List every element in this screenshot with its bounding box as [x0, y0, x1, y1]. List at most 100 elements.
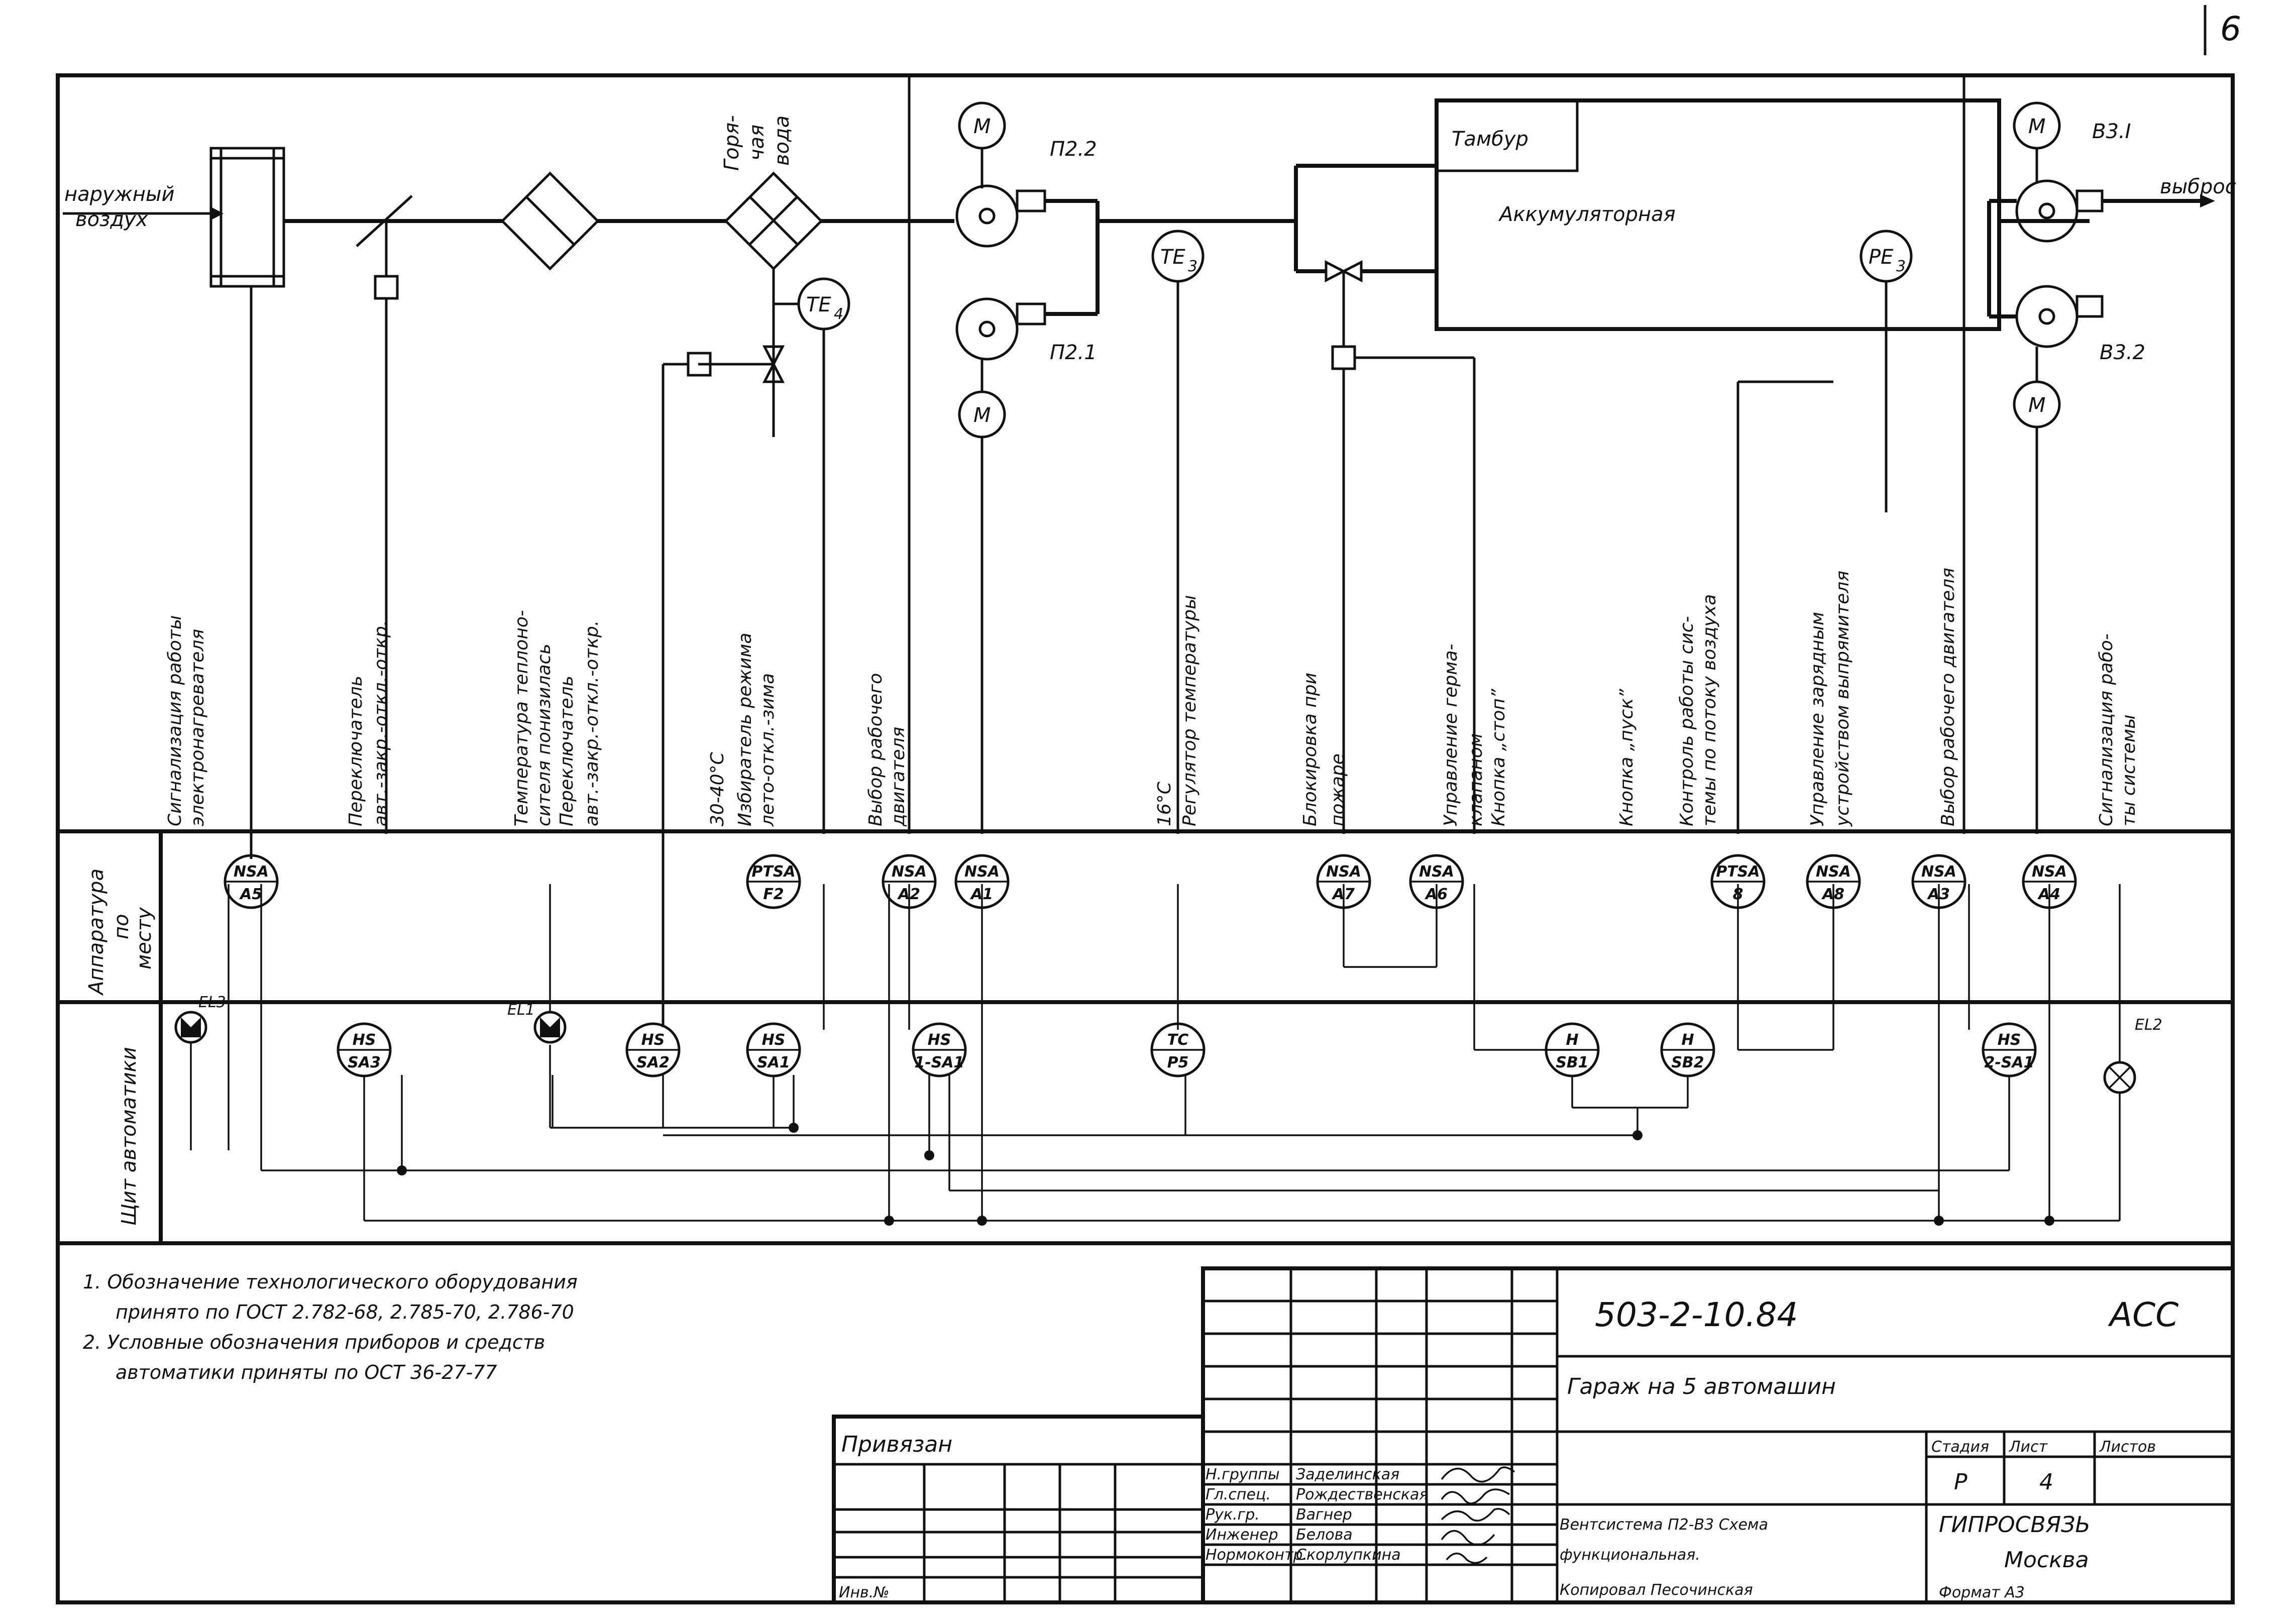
air-filter — [500, 171, 600, 271]
role-2: Гл.спец. — [1206, 1486, 1271, 1503]
role-4: Инженер — [1206, 1526, 1278, 1544]
inlet-label-1: наружный — [64, 183, 175, 206]
function-label-11-1: Выбор рабочего двигателя — [1938, 568, 1958, 826]
svg-text:EL3: EL3 — [198, 994, 226, 1011]
svg-text:EL2: EL2 — [2135, 1016, 2162, 1034]
function-label-9-1: Кнопка „пуск” — [1616, 689, 1637, 826]
panel-instrument-hs-1sa1-function: HS — [928, 1031, 951, 1049]
function-label-3-3: Переключатель — [557, 676, 577, 826]
panel-instrument-hs-2sa1-function: HS — [1998, 1031, 2021, 1049]
air-damper — [356, 195, 413, 247]
water-valve-bottom — [762, 361, 785, 383]
panel-instrument-hs-sa3-function: HS — [353, 1031, 376, 1049]
drawing-code: 503-2-10.84 — [1595, 1295, 1798, 1334]
fire-valve-right — [1341, 260, 1363, 283]
panel-instrument-h-sb1-tag: SB1 — [1556, 1054, 1588, 1071]
panel-instrument-hs-sa2-tag: SA2 — [636, 1054, 670, 1071]
instruments: NSAA5PTSAF2NSAA2NSAA1NSAA7NSAA6PTSA8NSAA… — [224, 854, 2077, 1077]
panel-instrument-hs-sa1: HS SA1 — [746, 1022, 801, 1077]
name-1: Заделинская — [1296, 1466, 1399, 1483]
field-instrument-nsa-a8-function: NSA — [1816, 863, 1851, 881]
field-instrument-nsa-a4-function: NSA — [2032, 863, 2067, 881]
fan-p21-label: П2.1 — [1050, 341, 1097, 364]
function-label-2-2: авт.-закр.-откл.-откр. — [371, 620, 391, 826]
function-label-4-1: 30-40°С — [707, 751, 728, 826]
fan-v31-label: В3.I — [2092, 120, 2131, 143]
project-name: Гараж на 5 автомашин — [1567, 1374, 1836, 1399]
sheet-header: Лист — [2009, 1438, 2048, 1456]
panel-instrument-hs-2sa1: HS2-SA1 — [1982, 1022, 2037, 1077]
row-label-field-2: по — [110, 914, 133, 939]
field-instrument-nsa-a3-function: NSA — [1921, 863, 1956, 881]
drawing-title-1: Вентсистема П2-В3 Схема — [1560, 1516, 1768, 1534]
panel-instrument-hs-sa1-function: HS — [762, 1031, 786, 1049]
name-2: Рождественская — [1296, 1486, 1428, 1503]
panel-instrument-hs-sa1-tag: SA1 — [757, 1054, 790, 1071]
signature-5 — [1446, 1552, 1488, 1564]
function-label-8-2: клапаном — [1466, 733, 1486, 826]
panel-instrument-hs-sa2-function: HS — [641, 1031, 665, 1049]
name-5: Скорлупкина — [1296, 1546, 1401, 1564]
title-block: Привязан Инв.№ Н.группы Гл.спец. Рук.гр.… — [832, 1266, 2235, 1604]
role-3: Рук.гр. — [1206, 1506, 1260, 1524]
inventory-label: Инв.№ — [839, 1584, 889, 1601]
panel-instrument-tc-p5: TC P5 — [1150, 1022, 1206, 1077]
function-label-7-1: Блокировка при — [1300, 673, 1321, 826]
signature-1 — [1441, 1466, 1515, 1483]
field-instrument-nsa-a5-tag: A5 — [239, 886, 262, 903]
sheet-number: 6 — [2220, 10, 2241, 48]
sheets-header: Листов — [2099, 1438, 2156, 1456]
panel-instrument-h-sb2-function: H — [1681, 1031, 1694, 1049]
stage-header: Стадия — [1931, 1438, 1989, 1456]
hot-water-label-1: Горя- — [720, 115, 743, 171]
lamp-el1: EL1 — [507, 884, 567, 1044]
field-instrument-nsa-a5-function: NSA — [234, 863, 269, 881]
function-label-7-2: пожаре — [1328, 753, 1348, 826]
function-label-5-1: Выбор рабочего — [865, 673, 886, 826]
svg-text:TE: TE — [806, 293, 831, 316]
drawing-title-2: функциональная. — [1560, 1546, 1700, 1564]
note-2-line-2: автоматики приняты по ОСТ 36-27-77 — [116, 1361, 497, 1383]
field-instrument-nsa-a5: NSA A5 — [224, 854, 279, 909]
function-label-6-1: 16°С — [1154, 781, 1175, 826]
panel-instrument-hs-1sa1: HS 1-SA1 — [912, 1022, 967, 1077]
lamp-el2: EL2 — [2103, 884, 2162, 1094]
function-label-12-2: ты системы — [2119, 714, 2139, 826]
function-label-4-3: лето-откл.-зима — [757, 673, 778, 827]
fan-p22-label: П2.2 — [1050, 138, 1097, 161]
electric-heater — [209, 147, 285, 288]
field-instrument-nsa-a6-function: NSA — [1419, 863, 1454, 881]
city: Москва — [2004, 1547, 2089, 1573]
signature-3 — [1441, 1508, 1510, 1522]
svg-text:PE: PE — [1869, 246, 1894, 269]
field-instrument-ptsa-f2: PTSA F2 — [746, 854, 801, 909]
function-label-1-1: Сигнализация работы — [165, 615, 185, 826]
row-label-field-3: месту — [133, 907, 156, 969]
inlet-label-2: воздух — [75, 208, 148, 231]
panel-instrument-tc-p5-tag: P5 — [1167, 1054, 1189, 1071]
name-3: Вагнер — [1296, 1506, 1352, 1524]
notes: 1. Обозначение технологического оборудов… — [83, 1271, 578, 1383]
panel-instrument-hs-sa3-tag: SA3 — [348, 1054, 381, 1071]
fan-p22 — [955, 184, 1019, 248]
function-label-10-3: Управление зарядным — [1807, 612, 1828, 826]
sheet-value: 4 — [2039, 1469, 2053, 1495]
damper-actuator — [374, 275, 399, 300]
svg-text:3: 3 — [1188, 258, 1197, 275]
panel-instrument-tc-p5-function: TC — [1167, 1031, 1188, 1049]
function-label-10-1: Контроль работы сис- — [1677, 616, 1697, 826]
panel-instrument-hs-1sa1-tag: 1-SA1 — [914, 1054, 964, 1071]
field-instrument-ptsa-f2-tag: F2 — [763, 886, 784, 903]
function-label-10-2: темы по потоку воздуха — [1699, 594, 1720, 826]
function-label-12-1: Сигнализация рабо- — [2096, 633, 2117, 826]
field-instrument-ptsa-f2-function: PTSA — [751, 863, 795, 881]
hot-water-label-3: вода — [771, 116, 794, 166]
function-label-6-2: Регулятор температуры — [1179, 595, 1200, 826]
